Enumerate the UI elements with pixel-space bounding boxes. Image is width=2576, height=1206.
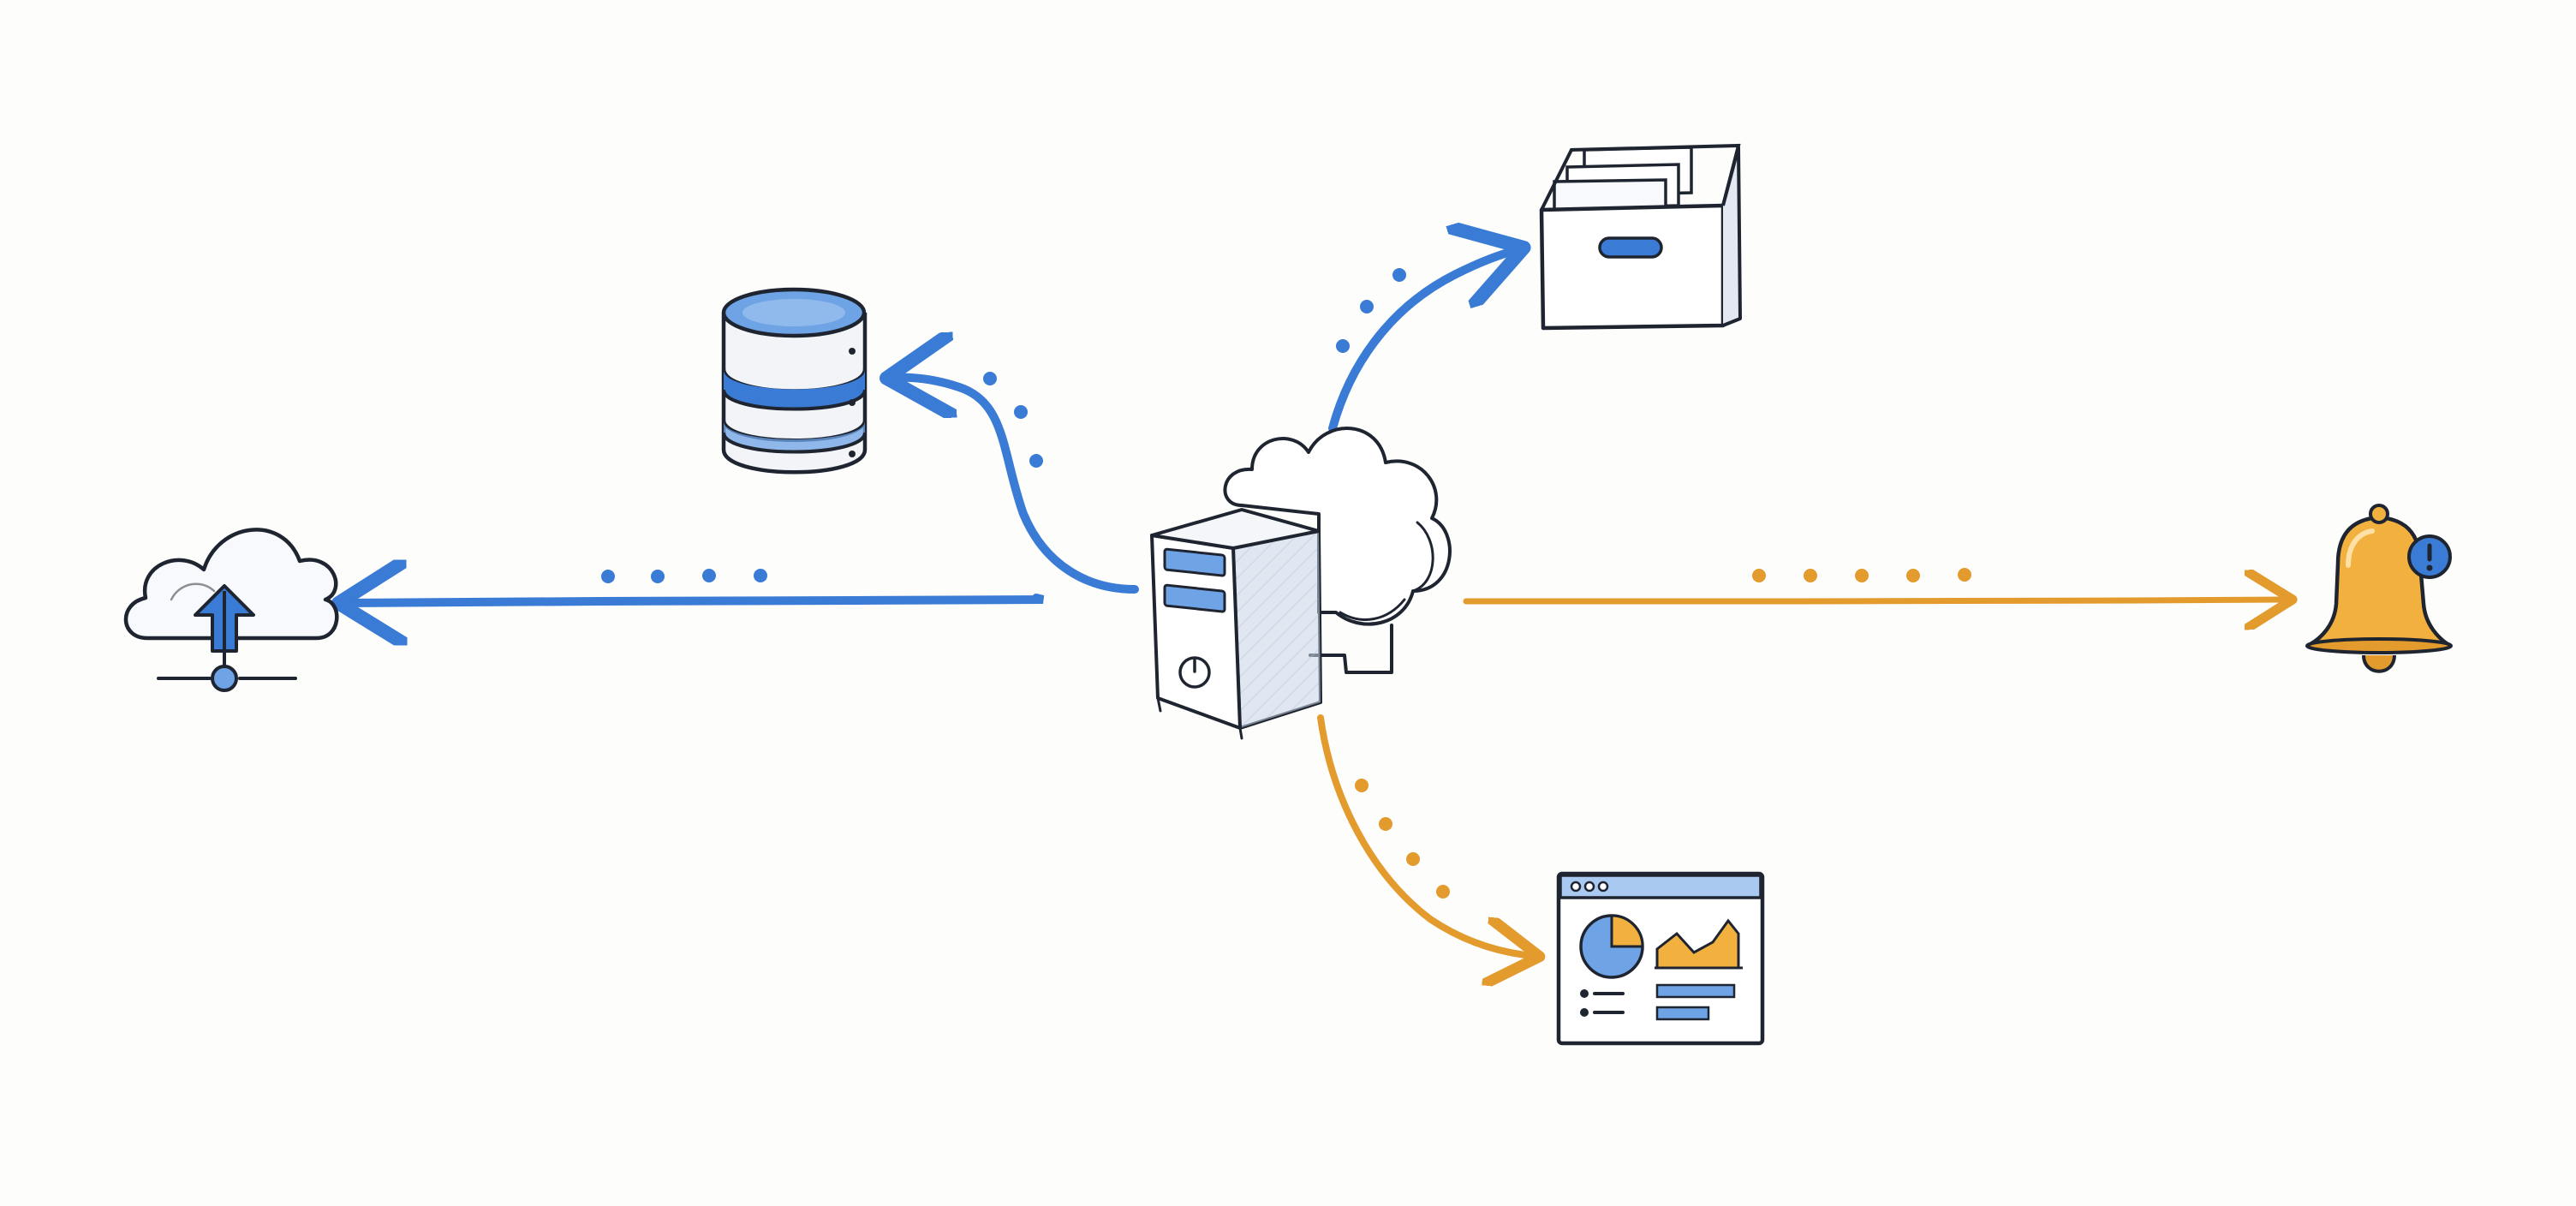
dashboard-window-icon [1556,871,1765,1046]
arrow-line-database [895,378,1139,594]
cloud-shape [1223,427,1452,626]
flow-dot [651,570,665,583]
arrow-line-archive [1328,250,1516,433]
server-top-face [1150,508,1321,550]
flow-dot [1379,817,1392,831]
flow-dot [1804,569,1817,582]
flow-dot [1029,454,1043,468]
connection-server-to-upload [347,569,1045,603]
flow-dot [983,372,997,385]
archive-box-icon [1539,143,1742,331]
flow-dot [1014,405,1028,419]
connection-server-to-notification [1463,568,2287,601]
database-icon [721,287,868,475]
connection-server-to-dashboard [1317,714,1533,956]
server-drive-bay [1163,583,1226,613]
arrow-line-dashboard [1317,714,1533,956]
bell-alert-icon [2305,504,2453,673]
flow-dot [1906,569,1920,582]
server-drive-bay [1163,547,1226,577]
flow-dot [601,570,615,583]
db-indicator [849,399,856,406]
flow-dot [702,569,716,582]
flow-dot [1360,300,1374,313]
flow-dot [1752,569,1766,582]
connection-server-to-database [895,372,1139,594]
arrow-line-notification [1463,600,2287,601]
server-cloud-icon [1150,427,1452,740]
flow-dot [1392,268,1406,282]
archive-handle [1598,236,1663,259]
cloud-upload-icon [123,528,339,692]
archive-box-body [1539,203,1726,331]
flow-dot [1855,569,1869,582]
db-indicator [849,451,856,457]
flow-dot [754,569,767,582]
db-indicator [849,348,856,355]
connection-server-to-archive [1328,250,1516,433]
flow-dot [1958,568,1971,582]
pie-chart-icon [1579,914,1644,979]
cloud-shape [123,528,339,641]
flow-dot [1406,852,1420,866]
flow-dot [1336,339,1350,353]
flow-dot [1355,779,1368,792]
arrow-line-upload [347,598,1045,603]
flow-dot [1436,885,1450,899]
area-chart-icon [1655,918,1743,970]
